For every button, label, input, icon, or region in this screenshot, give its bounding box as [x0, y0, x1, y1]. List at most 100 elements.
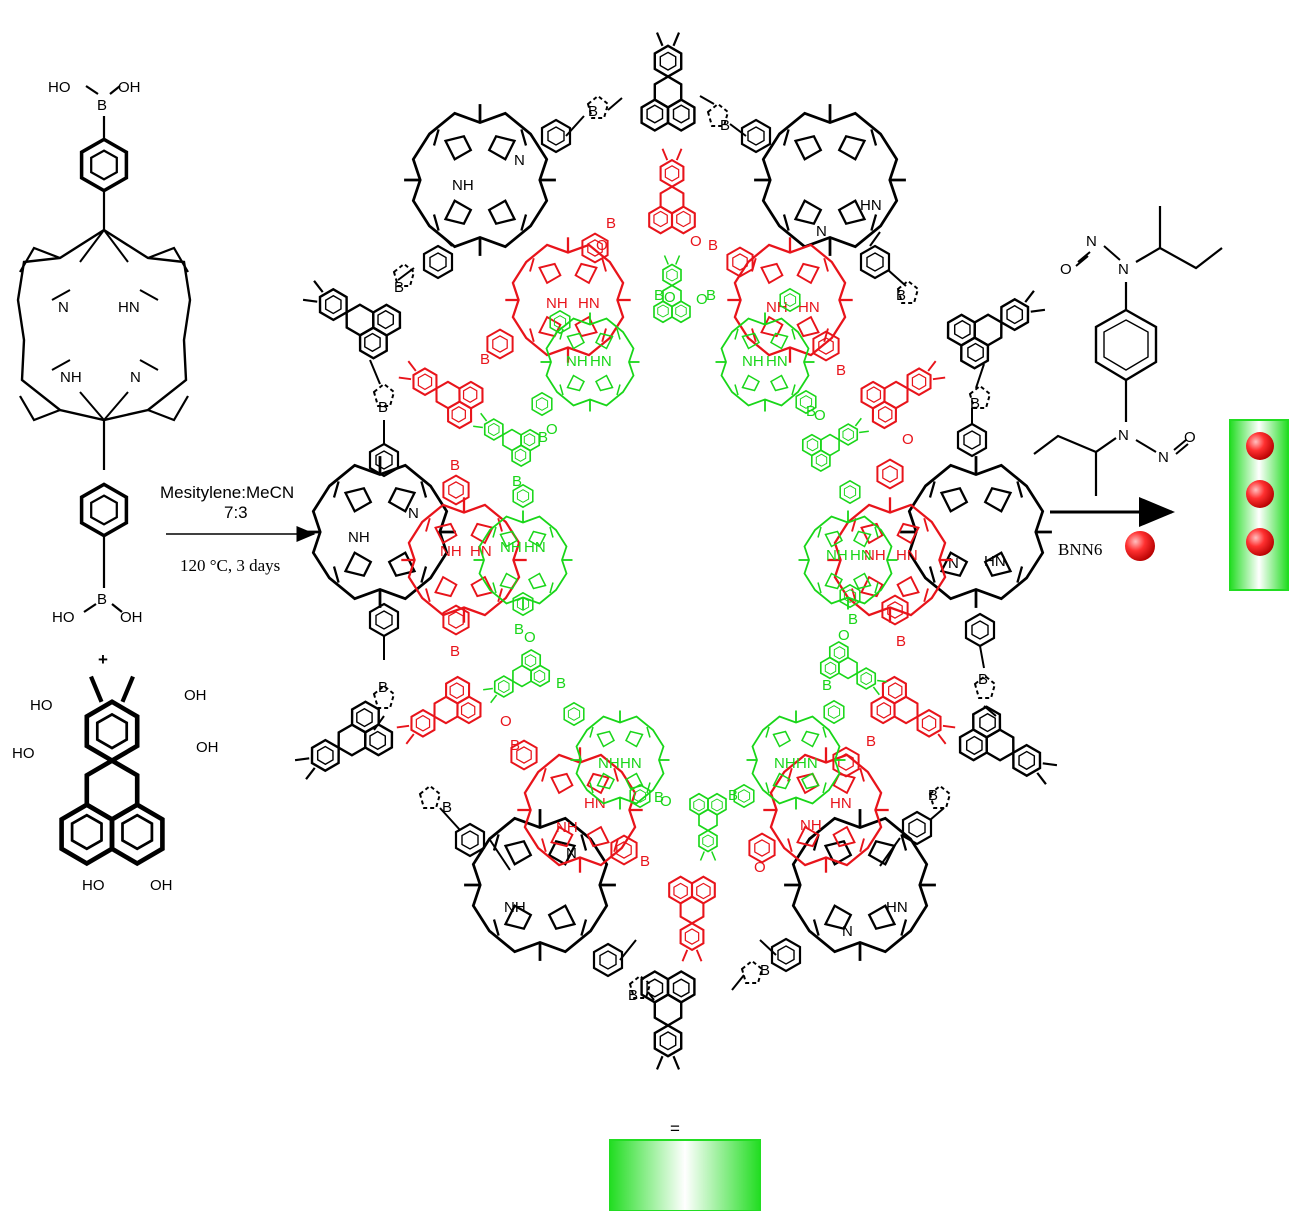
inner-boron-label: B	[706, 287, 716, 304]
hhtp-oh-1: OH	[184, 687, 207, 704]
bnn6-n2: N	[1118, 261, 1129, 278]
boh2-top-b: B	[97, 97, 107, 114]
inner-nh-label: NH	[566, 353, 588, 370]
hhtp-oh-3: OH	[196, 739, 219, 756]
cargo-ball-2	[1246, 480, 1274, 508]
cargo-label: BNN6	[1058, 540, 1102, 559]
outer-nh-label: NH	[348, 529, 370, 546]
inner-o-label: O	[696, 291, 708, 308]
middle-hn-label: HN	[798, 299, 820, 316]
inner-hn-label: HN	[524, 539, 546, 556]
outer-hn-label: HN	[984, 553, 1006, 570]
outer-boron-label: B	[394, 279, 404, 296]
boh2-bottom-oh: OH	[120, 609, 143, 626]
outer-n-label: N	[842, 923, 853, 940]
boronic-acid-porphyrin-monomer: HO B OH N HN NH N B HO OH	[16, 79, 192, 626]
inner-hn-label: HN	[590, 353, 612, 370]
outer-nh-label: NH	[504, 899, 526, 916]
cof-layer-middle: B B B B B B B B B B O O O O O NH HN NH H…	[389, 147, 963, 963]
cargo-ball-legend	[1125, 531, 1155, 561]
inner-hn-label: HN	[796, 755, 818, 772]
inner-boron-label: B	[654, 287, 664, 304]
middle-boron-label: B	[896, 633, 906, 650]
bnn6-n1: N	[1086, 233, 1097, 250]
middle-nh-label: NH	[800, 817, 822, 834]
middle-o-label: O	[754, 859, 766, 876]
middle-nh-label: NH	[440, 543, 462, 560]
boh2-top-ho: HO	[48, 79, 71, 96]
inner-boron-label: B	[556, 675, 566, 692]
bnn6-n3: N	[1118, 427, 1129, 444]
cof-block	[609, 1139, 761, 1211]
boh2-bottom-b: B	[97, 591, 107, 608]
cargo-ball-1	[1246, 432, 1274, 460]
outer-n-label: N	[566, 845, 577, 862]
inner-boron-label: B	[514, 621, 524, 638]
outer-n-label: N	[514, 152, 525, 169]
inner-hn-label: HN	[620, 755, 642, 772]
monomer-n-right: N	[130, 369, 141, 386]
outer-boron-label: B	[896, 287, 906, 304]
inner-o-label: O	[660, 793, 672, 810]
middle-o-label: O	[500, 713, 512, 730]
inner-boron-label: B	[806, 403, 816, 420]
middle-boron-label: B	[606, 215, 616, 232]
inner-boron-label: B	[822, 677, 832, 694]
middle-boron-label: B	[836, 362, 846, 379]
outer-n-label: N	[408, 505, 419, 522]
hhtp-oh-6: OH	[150, 877, 173, 894]
cargo-ball-3	[1246, 528, 1274, 556]
solvent-ratio: 7:3	[224, 503, 248, 522]
middle-boron-label: B	[510, 737, 520, 754]
bnn6-n4: N	[1158, 449, 1169, 466]
inner-nh-label: NH	[774, 755, 796, 772]
middle-o-label: O	[902, 431, 914, 448]
outer-boron-label: B	[628, 987, 638, 1004]
hhtp-ho-5: HO	[82, 877, 105, 894]
hhtp-monomer: OH HO OH HO HO OH	[12, 677, 219, 894]
outer-boron-label: B	[760, 962, 770, 979]
inner-nh-label: NH	[500, 539, 522, 556]
outer-boron-label: B	[970, 395, 980, 412]
inner-nh-label: NH	[826, 547, 848, 564]
inner-nh-label: NH	[742, 353, 764, 370]
monomer-nh-left: NH	[60, 369, 82, 386]
inner-boron-label: B	[654, 789, 664, 806]
inner-o-label: O	[546, 421, 558, 438]
cof-layer-outer: B B B B B B B B B B B B NH HN NH HN NH H…	[286, 31, 1066, 1071]
middle-hn-label: HN	[830, 795, 852, 812]
outer-nh-label: NH	[452, 177, 474, 194]
middle-boron-label: B	[866, 733, 876, 750]
middle-o-label: O	[690, 233, 702, 250]
middle-boron-label: B	[480, 351, 490, 368]
inner-hn-label: HN	[766, 353, 788, 370]
middle-boron-label: B	[450, 457, 460, 474]
outer-hn-label: HN	[860, 197, 882, 214]
inner-o-label: O	[814, 407, 826, 424]
inner-hn-label: HN	[850, 547, 872, 564]
bnn6-o2: O	[1184, 429, 1196, 446]
hhtp-ho-4: HO	[12, 745, 35, 762]
conditions-label: 120 °C, 3 days	[180, 556, 280, 575]
equals-sign: =	[670, 1119, 680, 1138]
plus-sign: +	[98, 650, 108, 669]
middle-o-label: O	[596, 237, 608, 254]
middle-nh-label: NH	[864, 547, 886, 564]
outer-boron-label: B	[928, 787, 938, 804]
middle-nh-label: NH	[556, 819, 578, 836]
outer-boron-label: B	[720, 117, 730, 134]
outer-hn-label: HN	[886, 899, 908, 916]
middle-boron-label: B	[640, 853, 650, 870]
outer-n-label: N	[816, 223, 827, 240]
inner-o-label: O	[524, 629, 536, 646]
inner-o-label: O	[838, 627, 850, 644]
inner-boron-label: B	[728, 787, 738, 804]
cof-layer-inner: B B B B B B B B B B B O O O O O O O NH H…	[467, 254, 899, 862]
outer-boron-label: B	[378, 399, 388, 416]
inner-boron-label: B	[538, 429, 548, 446]
middle-hn-label: HN	[584, 795, 606, 812]
inner-boron-label: B	[512, 473, 522, 490]
bnn6-o1: O	[1060, 261, 1072, 278]
monomer-n-left: N	[58, 299, 69, 316]
boh2-bottom-ho: HO	[52, 609, 75, 626]
